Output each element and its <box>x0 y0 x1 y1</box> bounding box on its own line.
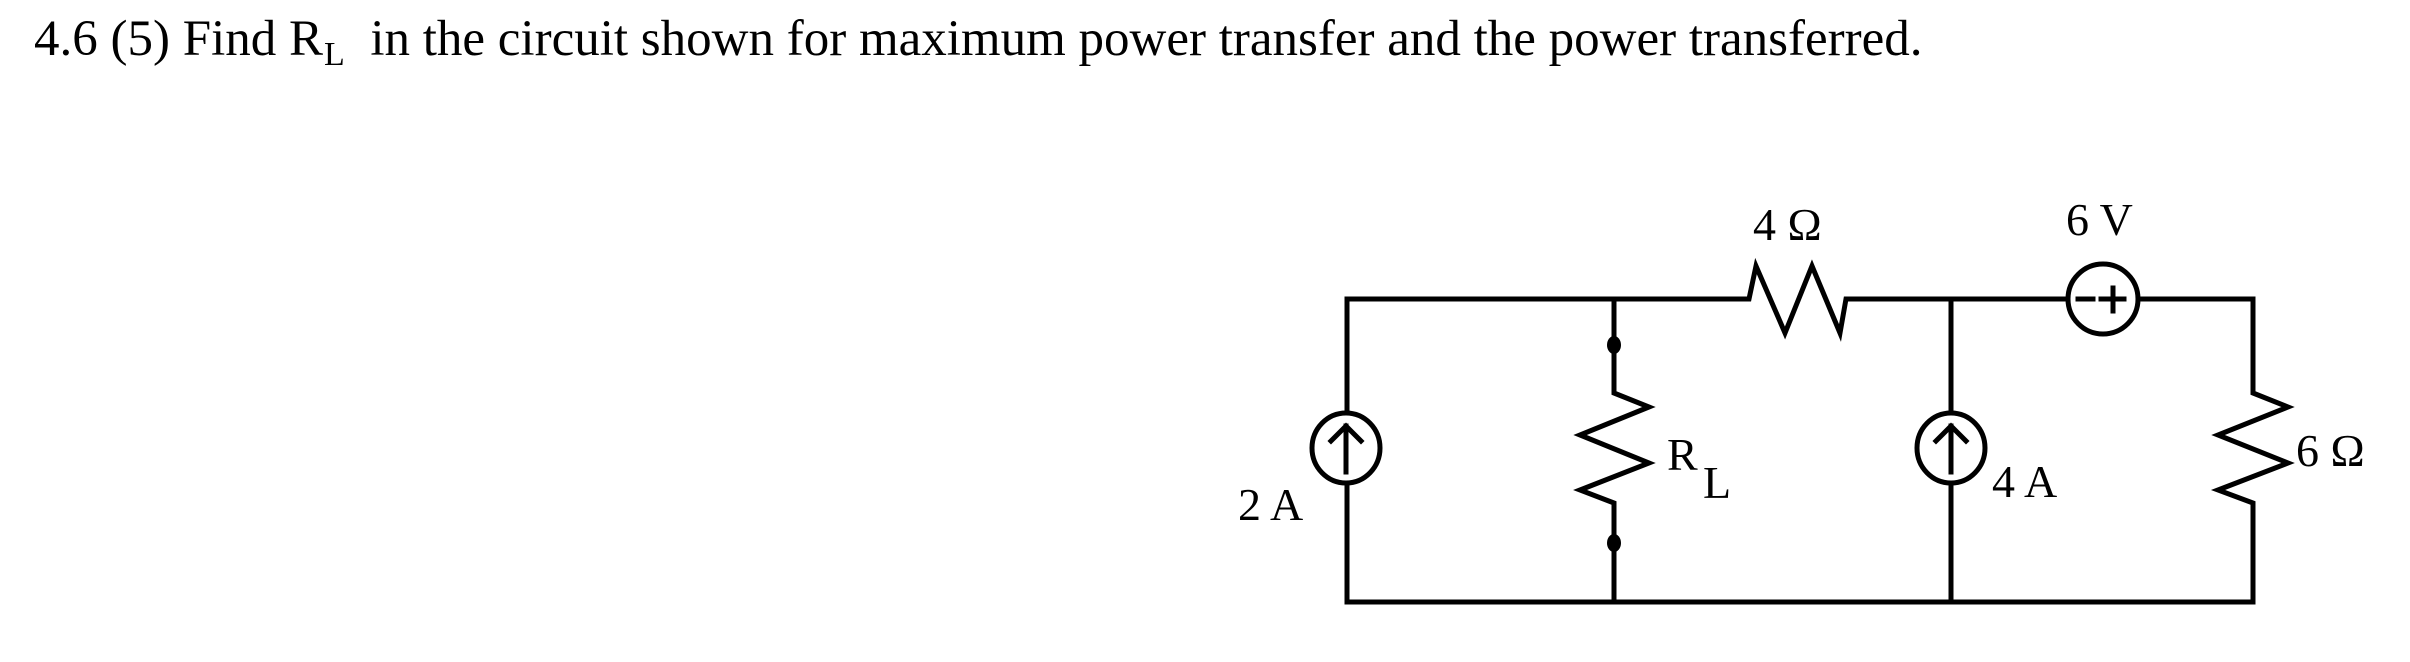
terminal-top-dot <box>1607 336 1621 354</box>
label-4-a: 4 A <box>1992 456 2057 507</box>
label-6-ohm: 6 Ω <box>2296 425 2365 476</box>
load-resistor-icon <box>1573 296 1656 605</box>
label-4-ohm: 4 Ω <box>1753 199 1822 250</box>
voltage-source-6v-icon <box>2065 261 2141 337</box>
label-2-a: 2 A <box>1238 479 1303 530</box>
resistor-6-ohm-icon <box>2210 296 2295 605</box>
problem-statement: 4.6 (5) Find RL in the circuit shown for… <box>34 11 1923 72</box>
terminal-bottom-dot <box>1607 534 1621 552</box>
problem-points: (5) <box>110 11 170 67</box>
label-rl-main: R <box>1667 429 1698 480</box>
problem-subscript: L <box>324 36 345 73</box>
resistor-4-ohm-icon <box>1740 257 1856 342</box>
problem-number: 4.6 <box>34 11 98 67</box>
label-rl-sub: L <box>1703 457 1731 508</box>
current-source-4a-icon <box>1914 410 1988 486</box>
problem-text-end: in the circuit shown for maximum power t… <box>370 11 1923 67</box>
label-6-v: 6 V <box>2066 194 2133 245</box>
problem-text-start: Find R <box>182 11 324 67</box>
current-source-2a-icon <box>1309 410 1383 486</box>
